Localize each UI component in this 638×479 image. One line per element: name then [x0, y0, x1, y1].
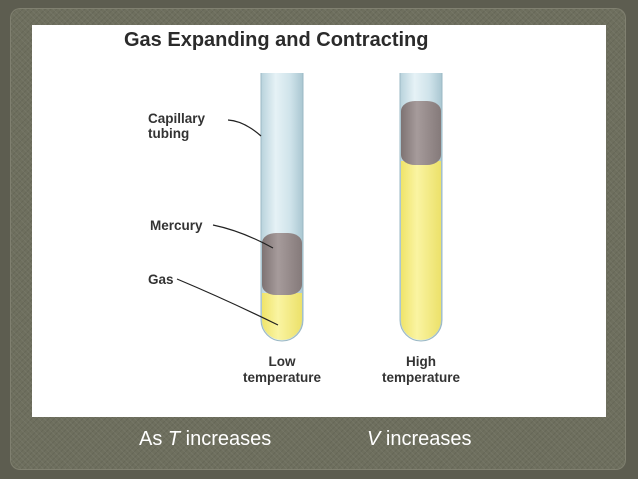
gas-column-right — [401, 161, 441, 340]
mercury-column-right — [401, 101, 441, 165]
gas-column-left — [262, 293, 302, 340]
gas-leader-line — [176, 278, 279, 326]
tubes-illustration — [176, 73, 443, 342]
capillary-leader-line — [227, 119, 262, 137]
high-temperature-tube — [399, 73, 443, 342]
low-temperature-tube — [260, 73, 304, 342]
high-temperature-label: High temperature — [381, 354, 461, 385]
mercury-label: Mercury — [150, 218, 203, 233]
diagram-slide: Gas Expanding and Contracting — [32, 25, 606, 417]
gas-label: Gas — [148, 272, 174, 287]
diagram-title: Gas Expanding and Contracting — [124, 29, 429, 51]
caption-left: As T increases — [139, 428, 272, 450]
mercury-column-left — [262, 233, 302, 295]
capillary-label: Capillary tubing — [148, 111, 206, 141]
low-temperature-label: Low temperature — [242, 354, 322, 385]
caption-right: V increases — [367, 428, 472, 450]
mercury-leader-line — [212, 224, 274, 249]
